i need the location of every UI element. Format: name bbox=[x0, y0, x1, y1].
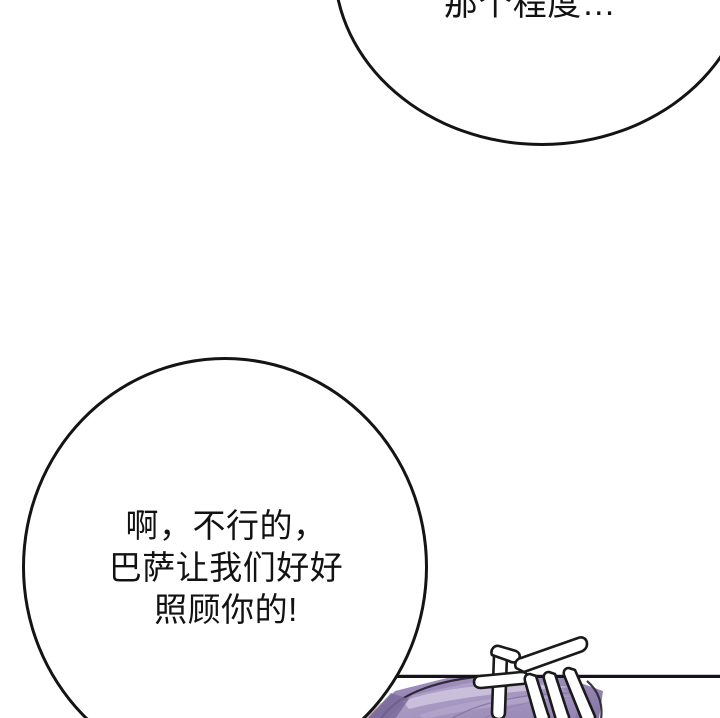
panel-top-rule bbox=[151, 675, 720, 678]
speech-bubble-top-text: 那个程度… bbox=[443, 0, 617, 23]
hair-highlight bbox=[403, 684, 571, 709]
speech-bubble-bottom bbox=[22, 357, 428, 718]
speech-bubble-bottom-text: 啊，不行的， 巴萨让我们好好 照顾你的! bbox=[108, 507, 344, 629]
